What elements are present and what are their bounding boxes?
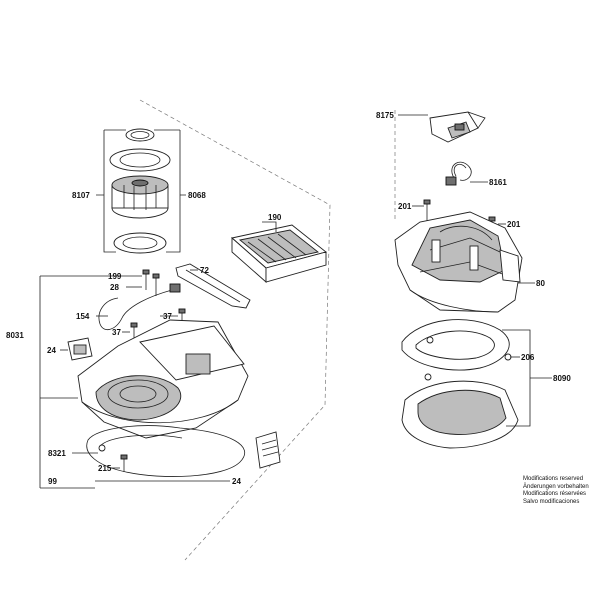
modifications-notice: Modifications reserved Änderungen vorbeh… bbox=[523, 476, 589, 506]
label-8321: 8321 bbox=[48, 449, 66, 458]
label-99: 99 bbox=[48, 477, 57, 486]
cable-clip-part-8161 bbox=[445, 161, 472, 186]
label-199: 199 bbox=[108, 272, 122, 281]
label-28: 28 bbox=[110, 283, 119, 292]
screw-part-215 bbox=[120, 454, 128, 472]
label-8107: 8107 bbox=[72, 191, 90, 200]
motor-part-8107 bbox=[111, 175, 169, 219]
motor-ring-top bbox=[125, 128, 155, 142]
filter-part-190 bbox=[231, 224, 327, 283]
plate-part-24-left bbox=[67, 337, 93, 361]
switch-board-part-8175 bbox=[429, 111, 486, 143]
label-24-lower: 24 bbox=[232, 477, 241, 486]
bracket-part-72 bbox=[175, 263, 251, 309]
notice-line: Modifications reserved bbox=[523, 476, 584, 482]
callout-leader-lines bbox=[39, 114, 552, 489]
notice-line: Modifications réservées bbox=[523, 491, 587, 497]
label-201-left: 201 bbox=[398, 202, 412, 211]
label-37-right: 37 bbox=[163, 312, 172, 321]
label-154: 154 bbox=[76, 312, 90, 321]
label-8175: 8175 bbox=[376, 111, 394, 120]
screw-part-28 bbox=[152, 273, 160, 296]
seal-part-206 bbox=[401, 319, 512, 381]
cable-part-154 bbox=[98, 283, 181, 331]
frame-part-8321 bbox=[98, 434, 183, 452]
label-37-left: 37 bbox=[112, 328, 121, 337]
screw-part-199 bbox=[142, 269, 150, 290]
label-8090: 8090 bbox=[553, 374, 571, 383]
assembly-guide-lines bbox=[139, 99, 396, 561]
callout-labels: 8175 8161 201 201 80 206 8090 8107 8068 … bbox=[6, 111, 571, 486]
motor-gasket-ring bbox=[109, 148, 171, 172]
label-201-right: 201 bbox=[507, 220, 521, 229]
notice-line: Salvo modificaciones bbox=[523, 498, 580, 505]
plate-part-24-lower bbox=[255, 431, 281, 469]
label-72: 72 bbox=[200, 266, 209, 275]
container-part-8090 bbox=[401, 380, 519, 449]
label-8068: 8068 bbox=[188, 191, 206, 200]
label-215: 215 bbox=[98, 464, 112, 473]
label-24-left: 24 bbox=[47, 346, 56, 355]
label-8161: 8161 bbox=[489, 178, 507, 187]
motor-seal-ring-bottom bbox=[113, 232, 167, 254]
label-80: 80 bbox=[536, 279, 545, 288]
screw-part-201-left bbox=[423, 199, 431, 222]
label-206: 206 bbox=[521, 353, 535, 362]
upper-housing-part-80 bbox=[394, 211, 523, 313]
gasket-part-99 bbox=[86, 425, 246, 477]
label-190: 190 bbox=[268, 213, 282, 222]
label-8031: 8031 bbox=[6, 331, 24, 340]
lower-housing-part-8031 bbox=[77, 319, 249, 439]
notice-line: Änderungen vorbehalten bbox=[523, 483, 589, 490]
